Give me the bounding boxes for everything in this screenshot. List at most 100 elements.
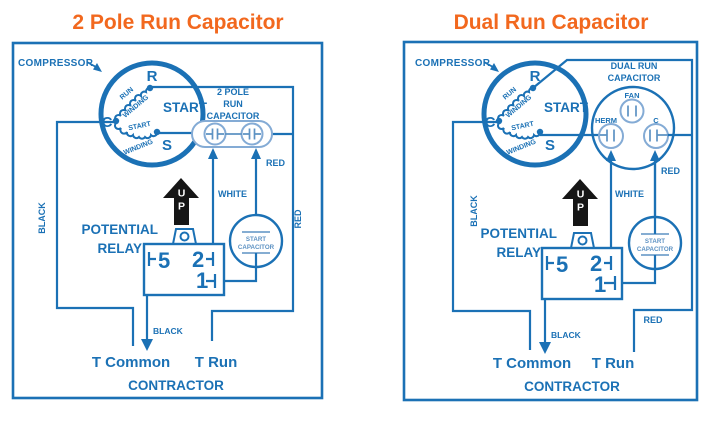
run-capacitor-label-2: RUN: [223, 99, 243, 109]
compressor-pointer-line: [86, 61, 97, 68]
startcap-to-relay1-wire: [215, 253, 258, 283]
relay-terminal-1: 1: [196, 268, 208, 293]
up-arrow-letter-u: U: [178, 188, 186, 200]
terminal-c-label: C: [102, 114, 113, 131]
diagram-title: 2 Pole Run Capacitor: [72, 11, 283, 34]
up-arrow-letter-p: P: [577, 202, 584, 214]
compressor-label: COMPRESSOR: [415, 58, 491, 69]
start-winding-coil: [496, 122, 542, 140]
terminal-r-label: R: [147, 68, 158, 85]
fan-terminal-circle: [619, 98, 645, 124]
up-arrow: [562, 179, 598, 226]
start-capacitor-label-1: START: [246, 236, 266, 243]
terminal-r-node: [529, 84, 537, 92]
terminal-s-label: S: [545, 137, 555, 154]
relay-mounting-hole: [577, 235, 588, 246]
white-wire-label: WHITE: [218, 189, 247, 199]
relay-terminal-1: 1: [594, 272, 606, 297]
capacitor-symbol-left: [206, 128, 224, 140]
c-capacitor-symbol: [649, 129, 668, 142]
black-relay-label: BLACK: [153, 326, 184, 336]
potential-relay-label-1: POTENTIAL: [481, 226, 558, 241]
relay-body: [540, 246, 624, 301]
t-common-label: T Common: [92, 354, 170, 371]
run-capacitor-label-2: CAPACITOR: [608, 73, 661, 83]
t-run-label: T Run: [195, 354, 238, 371]
red-run-wire: [532, 58, 694, 352]
relay-mounting-hole: [179, 231, 190, 242]
relay-terminal-5-bar: [545, 256, 554, 270]
white-wire-up-arrowhead: [606, 150, 616, 161]
diagram-2-pole-run-capacitor: 2 Pole Run Capacitor C R S START RUN WIN…: [11, 11, 324, 400]
c-terminal-label: C: [653, 116, 659, 125]
black-side-label: BLACK: [469, 195, 479, 227]
relay-terminal-2-bar: [604, 256, 613, 270]
red-capacitor-label: RED: [266, 158, 286, 168]
compressor-pointer-arrowhead: [490, 63, 499, 72]
start-label: START: [544, 100, 589, 115]
relay-terminal-5: 5: [158, 248, 170, 273]
tcommon-arrowhead: [141, 339, 153, 351]
start-winding-label-1: START: [128, 121, 152, 133]
red-wire-up-arrowhead: [650, 150, 660, 161]
potential-relay-label-2: RELAY: [97, 241, 142, 256]
relay-terminal-2-bar: [206, 252, 215, 266]
terminal-c-node: [112, 117, 120, 125]
red-wire-up-arrowhead: [251, 148, 261, 159]
contactor-label: CONTRACTOR: [524, 379, 620, 394]
compressor-circle: [481, 60, 589, 168]
c-terminal-circle: [643, 123, 669, 149]
capacitor-symbol-right: [243, 128, 261, 140]
red-capacitor-label: RED: [661, 166, 681, 176]
start-label: START: [163, 100, 208, 115]
fan-capacitor-symbol: [627, 105, 637, 117]
compressor-label: COMPRESSOR: [18, 58, 94, 69]
run-capacitor-label-3: CAPACITOR: [207, 111, 260, 121]
black-side-label: BLACK: [37, 202, 47, 234]
start-winding-coil: [113, 122, 159, 140]
relay-terminal-5-bar: [147, 252, 156, 266]
diagram-title: Dual Run Capacitor: [454, 11, 649, 34]
run-winding-coil: [113, 86, 151, 122]
start-capacitor-label-2: CAPACITOR: [238, 244, 275, 251]
red-run-wire: [150, 85, 295, 341]
black-common-wire: [55, 120, 135, 346]
red-side-label: RED: [293, 209, 303, 229]
run-winding-coil: [496, 86, 534, 122]
up-arrow-letter-u: U: [577, 189, 585, 201]
terminal-c-node: [495, 117, 503, 125]
t-common-label: T Common: [493, 355, 571, 372]
tcommon-arrowhead: [539, 342, 551, 354]
relay-terminal-5: 5: [556, 252, 568, 277]
up-arrow-letter-p: P: [178, 201, 185, 213]
white-wire-label: WHITE: [615, 189, 644, 199]
diagram-dual-run-capacitor: Dual Run Capacitor DUAL RUN CAPACITOR FA…: [402, 11, 699, 402]
contactor-label: CONTRACTOR: [128, 378, 224, 393]
black-common-wire: [451, 120, 532, 350]
start-capacitor-label-2: CAPACITOR: [637, 246, 674, 253]
t-run-label: T Run: [592, 355, 635, 372]
relay-terminal-2: 2: [590, 251, 602, 276]
herm-capacitor-symbol: [600, 129, 615, 142]
startcap-to-relay1-wire: [615, 255, 657, 285]
fan-terminal-label: FAN: [625, 91, 640, 100]
terminal-r-node: [146, 84, 154, 92]
run-capacitor-label-1: DUAL RUN: [611, 61, 658, 71]
potential-relay-label-1: POTENTIAL: [82, 222, 159, 237]
herm-terminal-circle: [598, 123, 624, 149]
potential-relay-label-2: RELAY: [496, 245, 541, 260]
terminal-c-label: C: [485, 114, 496, 131]
relay-terminal-1-bar: [206, 274, 217, 288]
red-bottom-label: RED: [643, 315, 663, 325]
terminal-s-node: [536, 128, 544, 136]
terminal-r-label: R: [530, 68, 541, 85]
relay-terminal-2: 2: [192, 247, 204, 272]
compressor-circle: [98, 60, 206, 168]
run-capacitor-label-1: 2 POLE: [217, 87, 249, 97]
herm-terminal-label: HERM: [595, 116, 617, 125]
black-relay-label: BLACK: [551, 330, 582, 340]
white-wire-up-arrowhead: [208, 148, 218, 159]
terminal-s-label: S: [162, 137, 172, 154]
